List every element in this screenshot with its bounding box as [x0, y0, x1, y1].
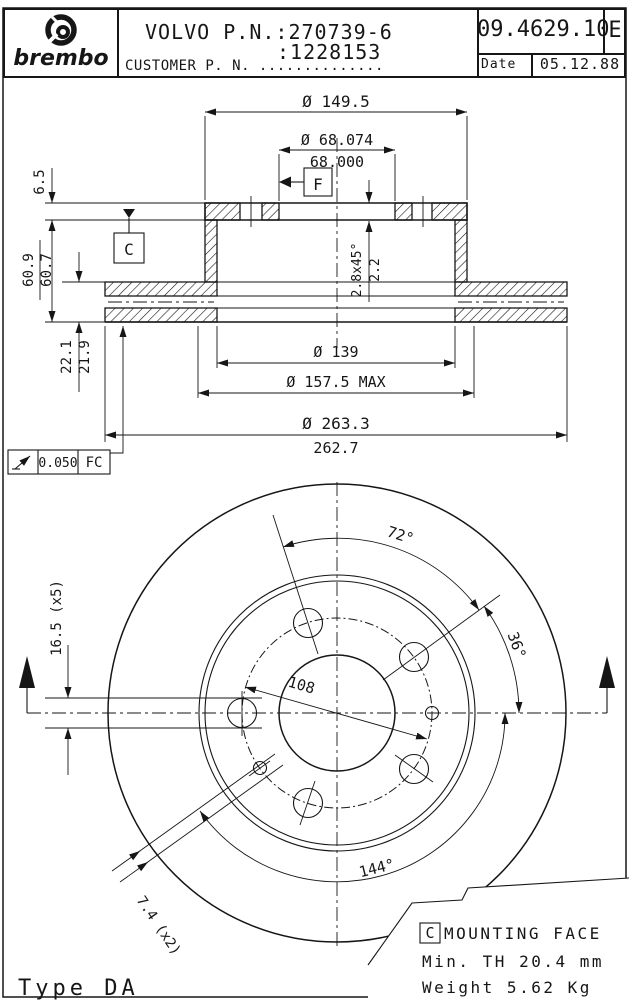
section-arrow-right	[599, 656, 615, 713]
hat-wall	[204, 219, 218, 283]
dim-chamfer: 2.8x45°	[350, 243, 365, 298]
datum-f-label: F	[313, 175, 323, 194]
title-block: brembo VOLVO P.N.:270739-6 :1228153 CUST…	[3, 8, 626, 78]
rotor-plate	[454, 281, 568, 297]
section-arrow-icon	[19, 656, 35, 688]
arc-144	[199, 712, 509, 883]
dim-vent-dia: Ø 157.5 MAX	[286, 373, 385, 391]
dim-bolt-hole-dia: 16.5 (x5)	[49, 580, 65, 656]
dim-height-max: 60.9	[21, 253, 37, 287]
date-label: Date	[481, 57, 517, 72]
runout-tolerance: 0.050	[38, 456, 77, 471]
rotor-plate	[104, 281, 218, 297]
title-divider	[117, 10, 119, 76]
title-divider	[477, 53, 624, 55]
runout-symbol-icon	[14, 455, 31, 470]
sheet-border	[2, 7, 627, 998]
mounting-face-note: MOUNTING FACE	[444, 924, 602, 943]
datum-c-box	[113, 232, 145, 264]
datum-c-triangle	[123, 209, 135, 218]
weight-note: Weight 5.62 Kg	[422, 978, 592, 997]
outer-diameter-circle	[107, 483, 567, 943]
datum-f-box	[303, 167, 333, 197]
dim-bore-max: Ø 68.074	[301, 131, 373, 149]
dim-outer-dia-min: 262.7	[313, 439, 358, 457]
dim-disc-thickness-max: 22.1	[59, 340, 75, 374]
brembo-roundel-icon	[45, 14, 77, 46]
oem-part-number-2: :1228153	[277, 40, 382, 64]
brembo-part-number: 09.4629.10	[477, 17, 610, 42]
notes-block: C MOUNTING FACE Min. TH 20.4 mm Weight 5…	[18, 922, 604, 1000]
section-arrow-icon	[599, 656, 615, 688]
dim-pin-hole-dia: 7.4 (x2)	[133, 893, 184, 958]
cross-section-view: Ø 149.5 Ø 68.074 68.000 F C 6.5 60.9	[7, 92, 568, 475]
datum-c-label: C	[124, 240, 134, 259]
dim-outer-dia-max: Ø 263.3	[302, 414, 369, 433]
dim-hat-od: Ø 149.5	[302, 92, 369, 111]
title-divider	[531, 53, 533, 76]
arc-36	[483, 605, 523, 714]
dim-height-min: 60.7	[39, 253, 55, 287]
bolt-holes	[226, 607, 434, 826]
type-label: Type DA	[18, 976, 139, 1000]
revision-letter: E	[608, 18, 622, 43]
arc-72	[282, 537, 480, 611]
datum-f-triangle	[279, 176, 291, 188]
dim-inner-dia: Ø 139	[313, 343, 358, 361]
dim-flange-thickness: 6.5	[32, 169, 48, 194]
dim-angle-half: 36°	[504, 629, 530, 661]
title-divider	[603, 10, 605, 55]
oem-part-number: VOLVO P.N.:270739-6	[145, 20, 393, 44]
notch-boundary	[367, 877, 629, 966]
hat-wall	[454, 219, 468, 283]
min-thickness-note: Min. TH 20.4 mm	[422, 952, 604, 971]
brembo-logo: brembo	[5, 10, 117, 76]
runout-datum: FC	[86, 455, 103, 471]
rotor-plate	[104, 307, 218, 323]
section-arrow-left	[19, 656, 35, 713]
dim-bolt-circle: 108	[286, 673, 317, 698]
mounting-datum-box	[419, 922, 441, 944]
brembo-wordmark: brembo	[13, 46, 109, 71]
mounting-datum-label: C	[425, 924, 434, 942]
dim-angle-bolt: 72°	[385, 522, 416, 547]
title-divider	[477, 10, 479, 76]
date-value: 05.12.88	[539, 55, 621, 73]
dim-angle-pin: 144°	[357, 855, 396, 881]
dim-chamfer-alt: 2.2	[368, 258, 383, 281]
dim-bore-min: 68.000	[310, 153, 364, 171]
hat-flange-outline	[204, 202, 468, 221]
customer-part-number: CUSTOMER P. N. ..............	[125, 58, 384, 74]
rotor-plate	[454, 307, 568, 323]
runout-leader	[110, 326, 127, 454]
runout-frame: 0.050 FC	[7, 326, 127, 475]
front-view: 108 72° 36° 144° 16.5 (x5) 7.4 (x2)	[19, 482, 629, 1000]
dim-disc-thickness-min: 21.9	[77, 340, 93, 374]
